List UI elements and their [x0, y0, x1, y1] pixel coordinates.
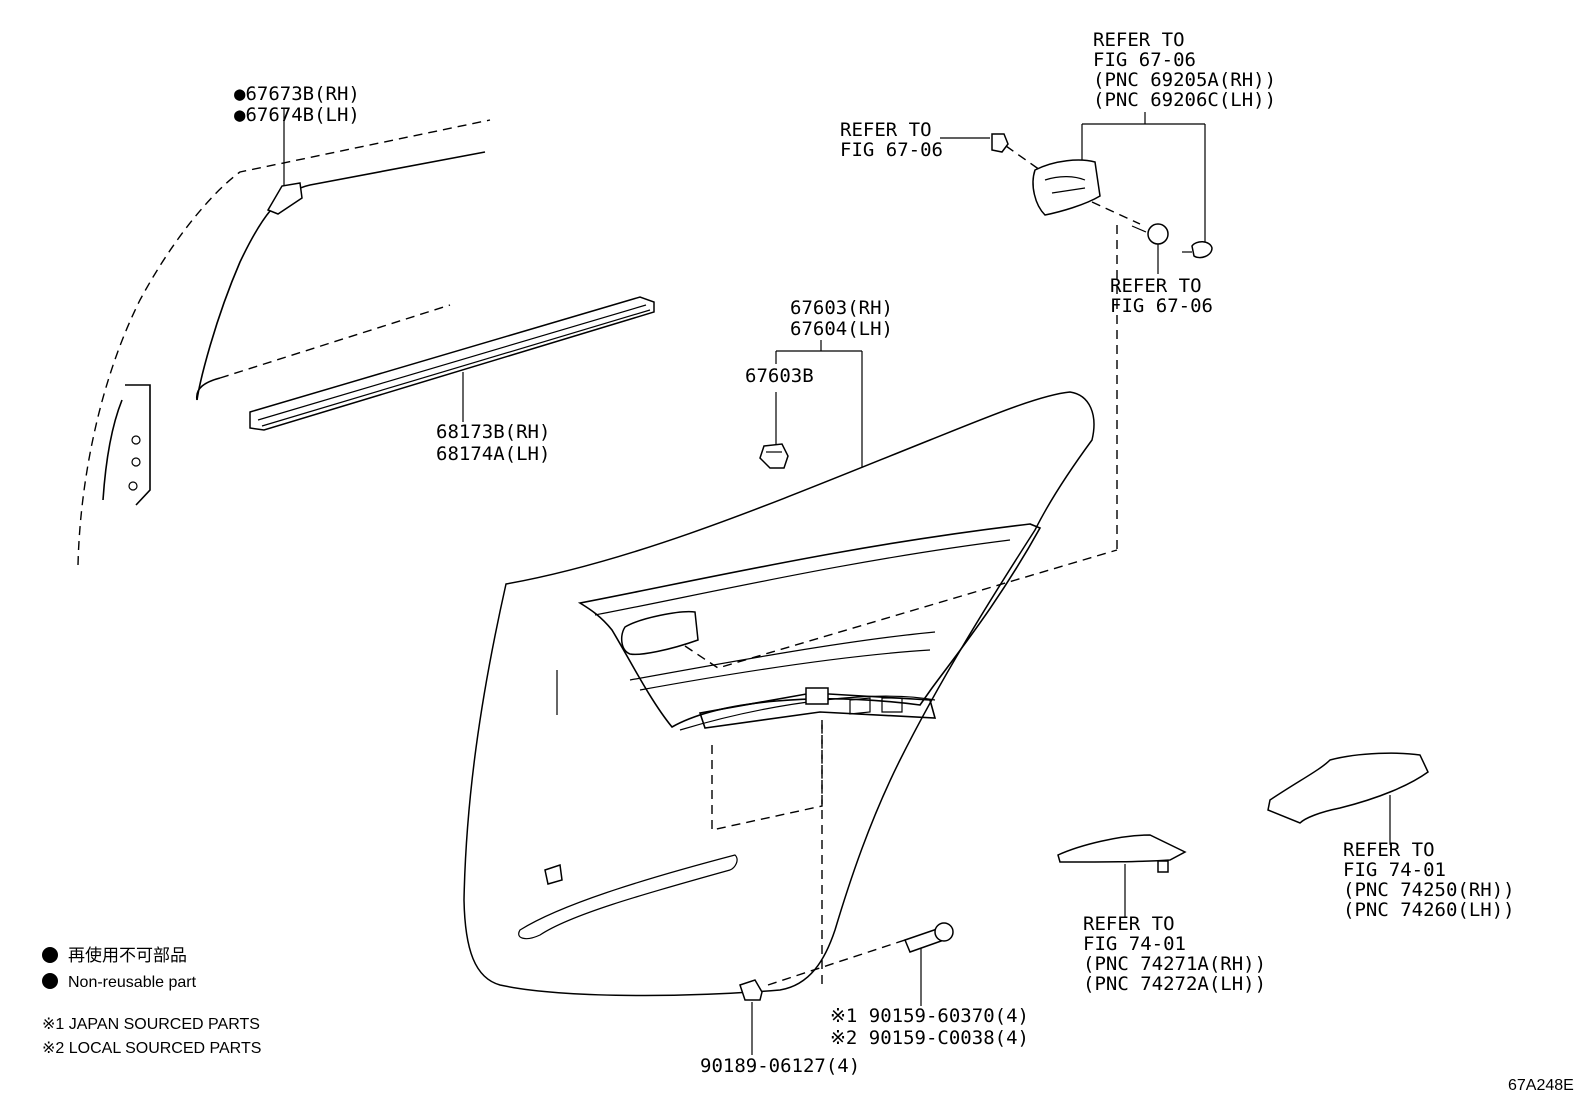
handle-screw-part: [1091, 201, 1169, 274]
handle-ref-line3: (PNC 69205A(RH)): [1093, 69, 1276, 91]
clip-top-rh-label: ●67673B(RH): [234, 83, 360, 105]
panel-clip-part: [759, 392, 789, 469]
nut-label: 90189-06127(4): [700, 1055, 860, 1077]
handle-ref-line4: (PNC 69206C(LH)): [1093, 89, 1276, 111]
panel-rh-label: 67603(RH): [790, 297, 893, 319]
panel-leader-lines: [775, 340, 863, 472]
nut-part: [739, 979, 763, 1055]
bolt-2-label: ※2 90159-C0038(4): [830, 1027, 1029, 1049]
clip-top-lh-label: ●67674B(LH): [234, 104, 360, 126]
armrest-part: [1267, 752, 1429, 845]
handle-leader-lines: [1081, 112, 1206, 242]
top-clip-part: [266, 108, 303, 215]
nonreusable-dot-icon: [42, 947, 58, 963]
door-trim-panel: [463, 391, 1118, 997]
handle-ref-line1: REFER TO: [1093, 29, 1185, 51]
legend-note-1: ※1 JAPAN SOURCED PARTS: [42, 1016, 260, 1033]
handle-cover-cap-part: [1182, 241, 1213, 259]
armrest-ref-line2: FIG 74-01: [1343, 859, 1446, 881]
handle-cap-part: [940, 133, 1041, 171]
switch-base-area: [698, 687, 937, 985]
figure-code: 67A248E: [1508, 1077, 1574, 1094]
switch-ref-line4: (PNC 74272A(LH)): [1083, 973, 1266, 995]
weatherstrip-part: [249, 296, 655, 431]
legend-nonreusable-jp: 再使用不可部品: [68, 945, 187, 965]
bolt-1-label: ※1 90159-60370(4): [830, 1005, 1029, 1027]
screw-ref-line1: REFER TO: [1110, 275, 1202, 297]
switch-ref-line1: REFER TO: [1083, 913, 1175, 935]
switch-ref-line3: (PNC 74271A(RH)): [1083, 953, 1266, 975]
armrest-ref-line3: (PNC 74250(RH)): [1343, 879, 1515, 901]
cap-ref-line1: REFER TO: [840, 119, 932, 141]
armrest-ref-line4: (PNC 74260(LH)): [1343, 899, 1515, 921]
clip-panel-label: 67603B: [745, 365, 814, 387]
handle-ref-line2: FIG 67-06: [1093, 49, 1196, 71]
legend-nonreusable-en: Non-reusable part: [68, 974, 197, 991]
weatherstrip-lh-label: 68174A(LH): [436, 443, 550, 465]
cap-ref-line2: FIG 67-06: [840, 139, 943, 161]
weatherstrip-rh-label: 68173B(RH): [436, 421, 550, 443]
armrest-ref-line1: REFER TO: [1343, 839, 1435, 861]
legend: 再使用不可部品 Non-reusable part ※1 JAPAN SOURC…: [42, 945, 261, 1057]
inside-handle-part: [1032, 159, 1118, 550]
bolt-part: [767, 922, 954, 1006]
screw-ref-line2: FIG 67-06: [1110, 295, 1213, 317]
legend-note-2: ※2 LOCAL SOURCED PARTS: [42, 1040, 261, 1057]
switch-cover-part: [1057, 834, 1187, 918]
panel-lh-label: 67604(LH): [790, 318, 893, 340]
nonreusable-dot-icon: [42, 973, 58, 989]
switch-ref-line2: FIG 74-01: [1083, 933, 1186, 955]
